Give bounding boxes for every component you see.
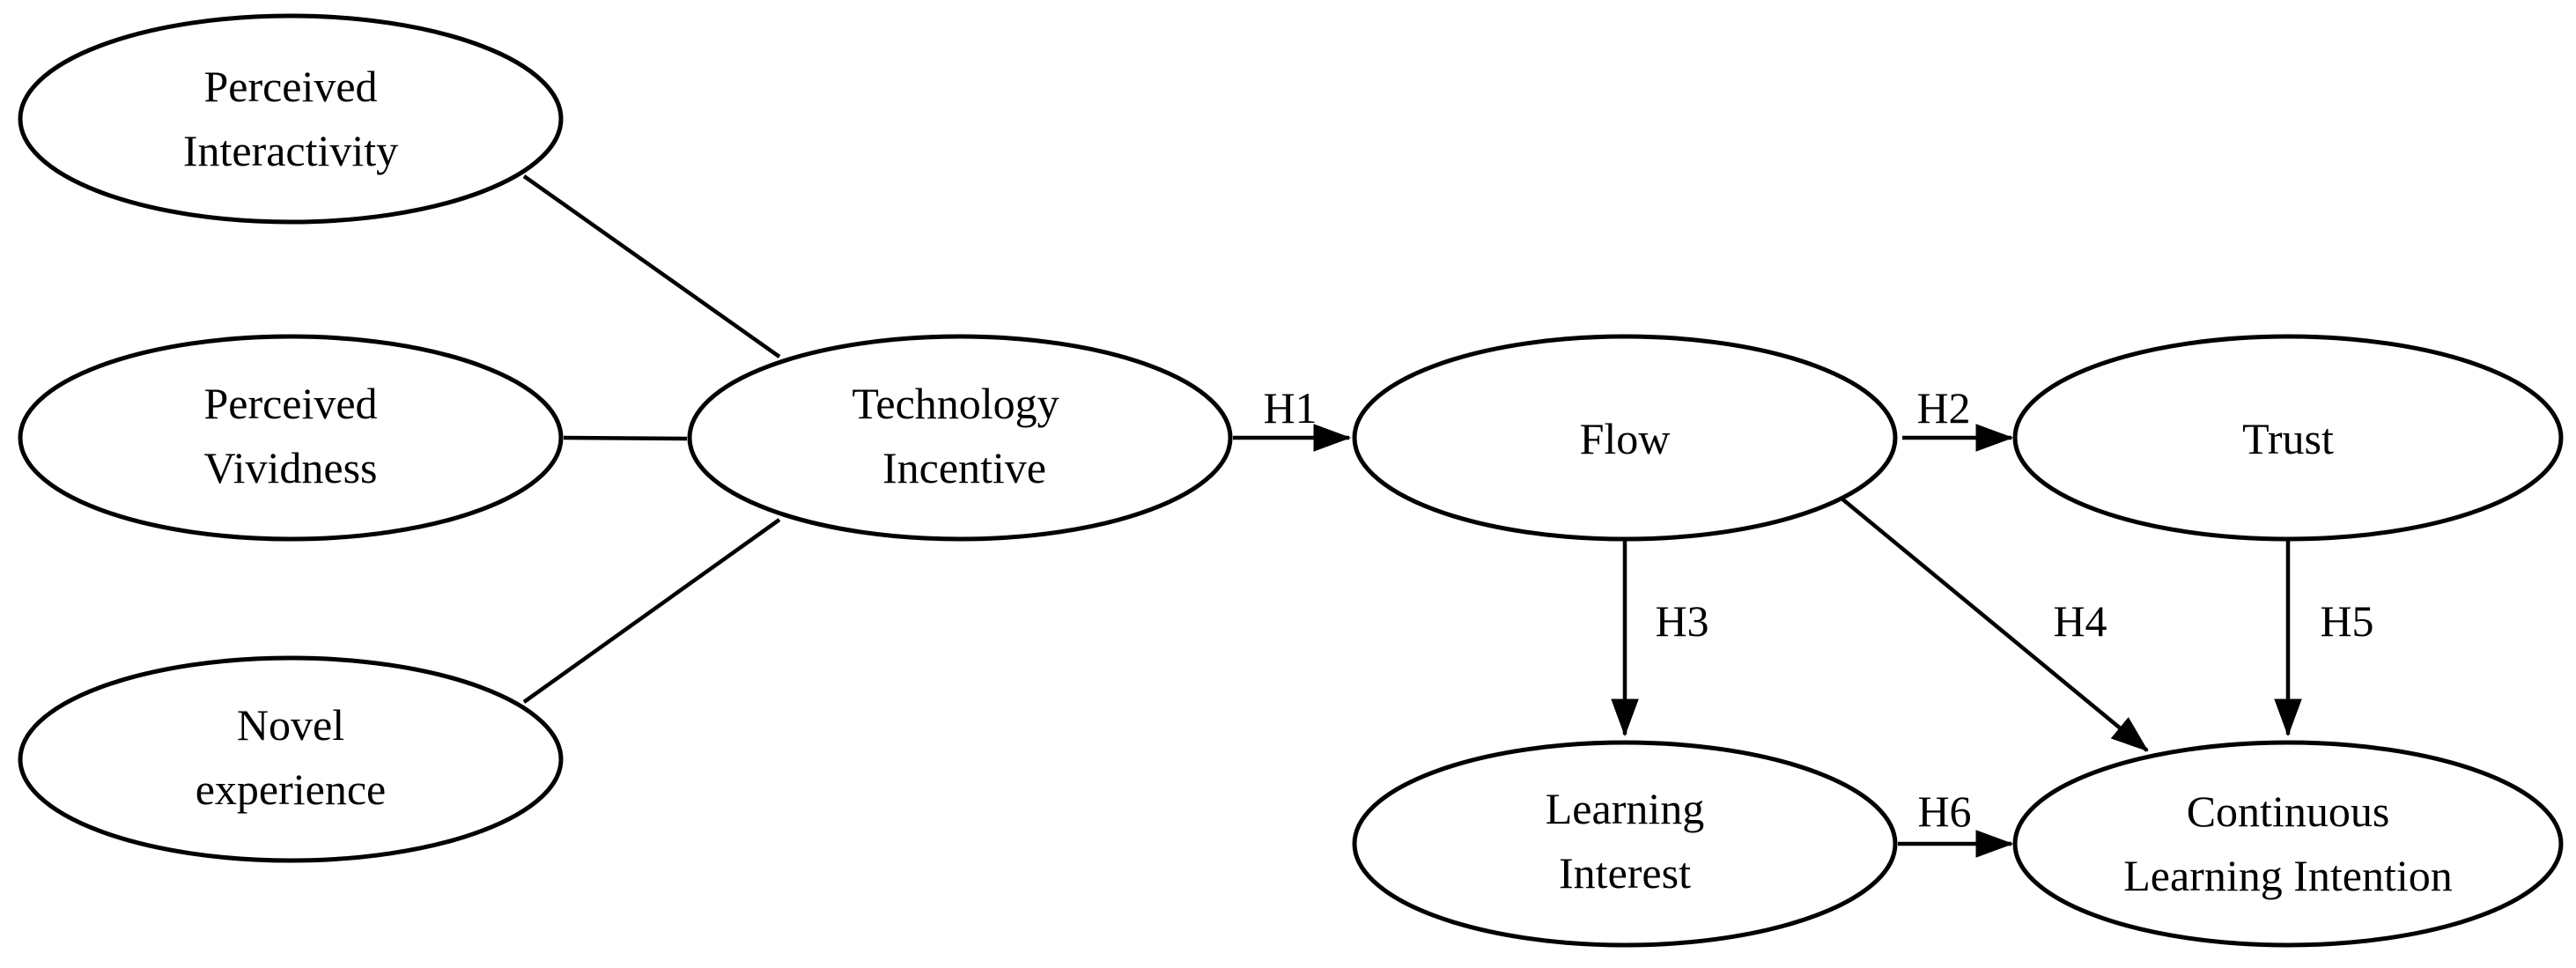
label-h4: H4 — [2053, 596, 2107, 646]
node-novel-experience-line2: experience — [196, 765, 387, 814]
node-learning-interest: Learning Interest — [1352, 740, 1898, 948]
node-technology-incentive-line2: Incentive — [882, 443, 1046, 492]
node-perceived-interactivity: Perceived Interactivity — [18, 13, 564, 225]
node-trust: Trust — [2012, 334, 2564, 542]
edge-interactivity-to-technology — [522, 174, 781, 358]
node-continuous-learning-intention: Continuous Learning Intention — [2012, 740, 2564, 948]
node-continuous-learning-intention-line1: Continuous — [2187, 787, 2390, 836]
label-h6: H6 — [1917, 787, 1971, 836]
label-h1: H1 — [1263, 383, 1317, 432]
node-technology-incentive: Technology Incentive — [687, 334, 1233, 542]
node-perceived-vividness-line2: Vividness — [204, 443, 378, 492]
label-h3: H3 — [1655, 596, 1709, 646]
node-perceived-interactivity-line2: Interactivity — [183, 126, 398, 175]
node-novel-experience-line1: Novel — [237, 700, 344, 750]
node-learning-interest-line2: Interest — [1559, 848, 1691, 898]
node-technology-incentive-line1: Technology — [852, 379, 1059, 428]
node-flow-label: Flow — [1580, 414, 1671, 463]
label-h2: H2 — [1916, 383, 1970, 432]
node-continuous-learning-intention-line2: Learning Intention — [2123, 851, 2453, 900]
edge-vividness-to-technology — [563, 435, 688, 441]
node-flow: Flow — [1352, 334, 1898, 542]
edge-h4-flow-to-continuous-intention — [1839, 496, 2149, 752]
node-learning-interest-line1: Learning — [1546, 784, 1704, 833]
node-perceived-vividness-line1: Perceived — [203, 379, 377, 428]
node-perceived-interactivity-line1: Perceived — [203, 62, 377, 111]
node-trust-label: Trust — [2242, 414, 2334, 463]
node-perceived-vividness: Perceived Vividness — [18, 334, 564, 542]
node-novel-experience: Novel experience — [18, 655, 564, 863]
edge-novel-to-technology — [522, 518, 781, 704]
label-h5: H5 — [2320, 596, 2373, 646]
